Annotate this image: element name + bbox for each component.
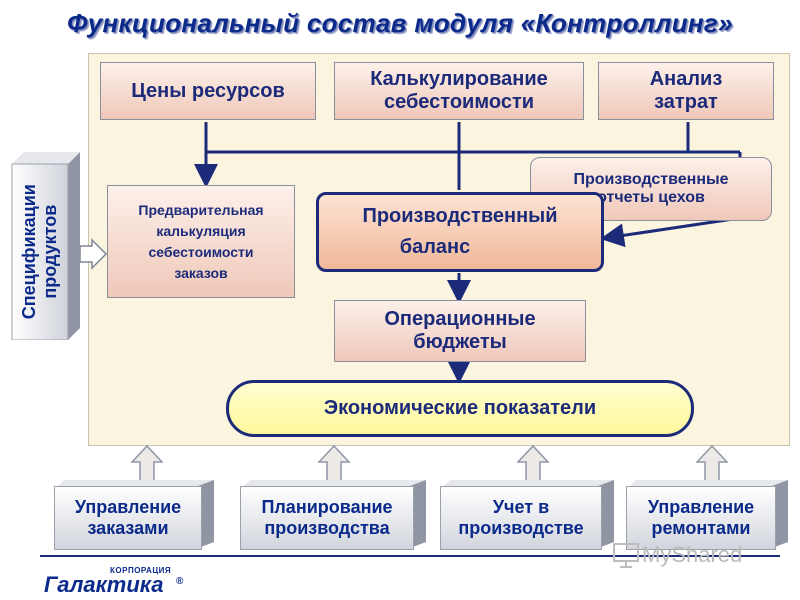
bottom-block-repairs: Управление ремонтами — [626, 480, 788, 550]
bottom-block-planning: Планирование производства — [240, 480, 426, 550]
bottom-orders-line2: заказами — [87, 518, 169, 538]
logo-name: Галактика — [44, 572, 164, 597]
logo-corporation-label: КОРПОРАЦИЯ — [110, 566, 172, 575]
resource-prices-label: Цены ресурсов — [131, 79, 285, 102]
up-arrow-repairs — [695, 444, 729, 483]
galaktika-logo: КОРПОРАЦИЯ Галактика ® — [44, 562, 194, 598]
cost-analysis-line1: Анализ — [649, 68, 723, 90]
production-balance-line2: баланс — [399, 236, 471, 258]
watermark-text: MyShared — [642, 542, 743, 567]
specifications-block-shape — [11, 152, 80, 340]
presentation-icon — [613, 543, 639, 568]
workshop-reports-line2: отчеты цехов — [597, 189, 705, 206]
up-arrow-planning — [317, 444, 351, 483]
specs-input-arrow — [79, 238, 108, 270]
cost-analysis-box: Анализ затрат — [598, 62, 774, 120]
bottom-block-orders: Управление заказами — [54, 480, 214, 550]
bottom-accounting-line2: производстве — [458, 518, 584, 538]
economic-indicators-box: Экономические показатели — [226, 380, 694, 437]
cost-analysis-line2: затрат — [654, 91, 718, 113]
bottom-repairs-line1: Управление — [647, 497, 755, 518]
operational-budgets-line2: бюджеты — [413, 331, 507, 353]
preliminary-calculation-box: Предварительная калькуляция себестоимост… — [107, 185, 295, 298]
operational-budgets-box: Операционные бюджеты — [334, 300, 586, 362]
preliminary-calc-line3: себестоимости — [148, 243, 254, 260]
production-balance-box: Производственный баланс — [316, 192, 604, 272]
cost-calculation-line1: Калькулирование — [370, 68, 548, 90]
preliminary-calc-line1: Предварительная — [138, 201, 264, 218]
cost-calculation-line2: себестоимости — [383, 91, 535, 113]
specifications-line2: продуктов — [40, 205, 61, 299]
bottom-repairs-line2: ремонтами — [651, 518, 751, 538]
specifications-line1: Спецификации — [19, 184, 40, 320]
cost-calculation-box: Калькулирование себестоимости — [334, 62, 584, 120]
bottom-accounting-line1: Учет в — [492, 497, 550, 518]
production-balance-line1: Производственный — [362, 205, 558, 227]
preliminary-calc-line4: заказов — [174, 264, 228, 281]
bottom-planning-line1: Планирование — [261, 497, 393, 518]
resource-prices-box: Цены ресурсов — [100, 62, 316, 120]
bottom-orders-line1: Управление — [74, 497, 182, 518]
preliminary-calc-line2: калькуляция — [156, 222, 246, 239]
bottom-block-accounting: Учет в производстве — [440, 480, 614, 550]
bottom-planning-line2: производства — [264, 518, 390, 538]
specifications-block: Спецификации продуктов — [10, 150, 82, 340]
operational-budgets-line1: Операционные — [384, 308, 536, 330]
logo-registered-mark: ® — [176, 576, 184, 587]
economic-indicators-label: Экономические показатели — [323, 397, 597, 419]
workshop-reports-line1: Производственные — [573, 170, 729, 188]
page-title: Функциональный состав модуля «Контроллин… — [67, 8, 733, 38]
up-arrow-orders — [130, 444, 164, 483]
up-arrow-accounting — [516, 444, 550, 483]
watermark: MyShared — [612, 538, 792, 572]
